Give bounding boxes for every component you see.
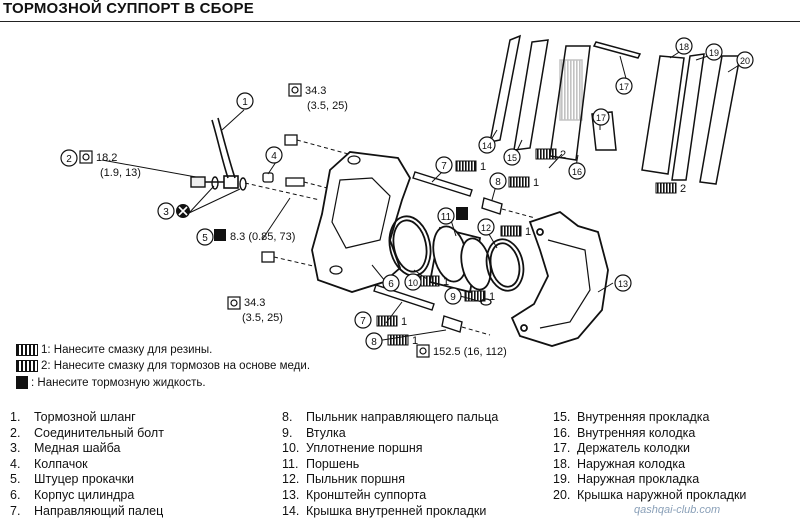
callout-4: 4 (271, 151, 277, 162)
callout-3: 3 (163, 207, 169, 218)
callout-circles (60, 37, 754, 350)
torque-value: 152.5 (16, 112) (433, 346, 507, 358)
torque-value: (3.5, 25) (307, 100, 348, 112)
brake-fluid-icon (16, 376, 28, 389)
list-item: 12.Пыльник поршня (282, 472, 405, 487)
callout-10: 10 (408, 278, 418, 288)
leader-lines (101, 48, 745, 342)
callout-2: 2 (66, 154, 72, 165)
multiplier: 2 (680, 183, 686, 195)
list-item: 6.Корпус цилиндра (10, 487, 135, 502)
callout-9: 9 (450, 292, 456, 303)
callout-17b: 17 (596, 113, 606, 123)
torque-value: (1.9, 13) (100, 167, 141, 179)
multiplier: 1 (443, 276, 449, 288)
callout-8a: 8 (495, 177, 501, 188)
piston-boot-drawing (485, 238, 525, 292)
list-item: 16.Внутренняя колодка (553, 425, 696, 440)
bleeder-drawing (262, 172, 336, 191)
parts-list-column-1: 1.Тормозной шланг 2.Соединительный болт … (10, 410, 164, 519)
torque-wrench-icon (79, 83, 430, 358)
callout-5: 5 (202, 233, 208, 244)
multiplier: 1 (525, 226, 531, 238)
list-item: 11.Поршень (282, 456, 360, 471)
callout-12: 12 (481, 223, 491, 233)
callout-15: 15 (507, 153, 517, 163)
multiplier: 2 (560, 149, 566, 161)
list-item: 8.Пыльник направляющего пальца (282, 410, 499, 424)
callout-7b: 7 (360, 316, 366, 327)
callout-8b: 8 (371, 337, 377, 348)
callout-16: 16 (572, 167, 582, 177)
callout-11: 11 (441, 212, 452, 223)
list-item: 4.Колпачок (10, 456, 88, 471)
replace-part-icon (176, 204, 190, 218)
list-item: 13.Кронштейн суппорта (282, 487, 427, 502)
multiplier: 1 (533, 177, 539, 189)
list-item: 15.Внутренняя прокладка (553, 410, 710, 424)
connecting-bolt-drawing (190, 176, 321, 201)
grease-icons (376, 148, 677, 346)
list-item: 17.Держатель колодки (553, 441, 690, 456)
list-item: 19.Наружная прокладка (553, 472, 700, 487)
callout-6: 6 (388, 279, 394, 290)
piston-drawing (428, 225, 492, 294)
list-item: 3.Медная шайба (10, 441, 121, 456)
list-item: 1.Тормозной шланг (10, 410, 136, 424)
lower-guide-bolt-drawing (261, 251, 323, 269)
legend-brake-fluid: : Нанесите тормозную жидкость. (16, 376, 206, 389)
pad-kit-drawing (489, 34, 741, 185)
torque-value: 18.2 (96, 152, 117, 164)
callout-14: 14 (482, 141, 492, 151)
multiplier: 1 (480, 161, 486, 173)
guide-pin-drawing (373, 171, 473, 311)
callout-20: 20 (740, 56, 750, 66)
multiplier: 1 (401, 316, 407, 328)
list-item: 18.Наружная колодка (553, 456, 686, 471)
list-item: 20.Крышка наружной прокладки (553, 487, 747, 502)
list-item: 5.Штуцер прокачки (10, 472, 135, 487)
top-guide-bolt-drawing (284, 134, 353, 156)
callout-13: 13 (618, 279, 628, 289)
brake-fluid-icon (456, 207, 468, 220)
callout-1: 1 (242, 97, 248, 108)
torque-value: 34.3 (244, 297, 265, 309)
cylinder-body-drawing (311, 151, 411, 293)
torque-value: (3.5, 25) (242, 312, 283, 324)
multiplier: 1 (412, 335, 418, 347)
callout-19: 19 (709, 48, 719, 58)
torque-wrench-icon-filled (214, 229, 226, 241)
caliper-bracket-drawing (510, 210, 609, 347)
legend-copper-grease: 2: Нанесите смазку для тормозов на основ… (16, 360, 310, 372)
rubber-grease-icon (16, 344, 38, 356)
multiplier: 1 (489, 291, 495, 303)
page-title: ТОРМОЗНОЙ СУППОРТ В СБОРЕ (3, 0, 254, 17)
parts-list-column-2: 8.Пыльник направляющего пальца 9.Втулка … (282, 410, 498, 519)
torque-value: 34.3 (305, 85, 326, 97)
list-item: 14.Крышка внутренней прокладки (282, 503, 487, 518)
copper-grease-icon (16, 360, 38, 372)
watermark: qashqai-club.com (634, 504, 721, 516)
callout-17a: 17 (619, 82, 629, 92)
legend-rubber-grease: 1: Нанесите смазку для резины. (16, 344, 212, 356)
list-item: 2.Соединительный болт (10, 425, 164, 440)
callout-7a: 7 (441, 161, 447, 172)
list-item: 9.Втулка (282, 425, 346, 440)
title-divider (0, 21, 800, 22)
guide-pin-boot-drawing (441, 197, 536, 336)
list-item: 10.Уплотнение поршня (282, 441, 423, 456)
parts-list-column-3: 15.Внутренняя прокладка 16.Внутренняя ко… (553, 410, 746, 504)
torque-value: 8.3 (0.85, 73) (230, 231, 295, 243)
exploded-diagram: 1 2 3 4 5 6 7 8 11 10 12 13 7 9 8 14 15 … (60, 34, 754, 358)
callout-18: 18 (679, 42, 689, 52)
list-item: 7.Направляющий палец (10, 503, 164, 518)
